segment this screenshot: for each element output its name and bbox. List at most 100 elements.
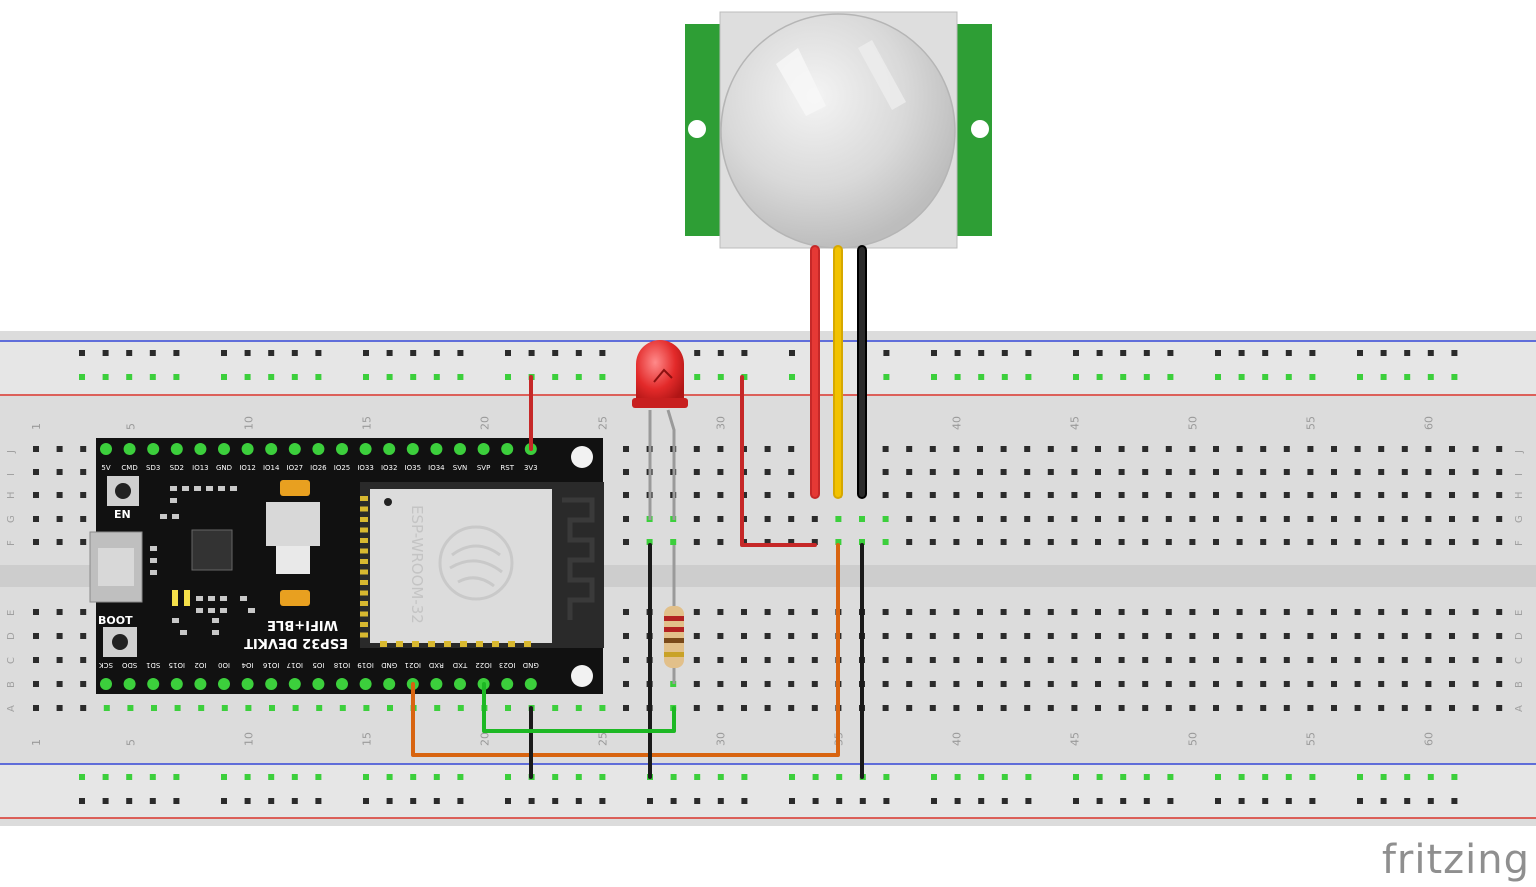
power-rail-hole	[149, 374, 156, 380]
esp32-pin	[194, 443, 207, 455]
breadboard-hole	[1307, 492, 1314, 498]
breadboard-hole	[1307, 446, 1314, 452]
row-letter: J	[1514, 450, 1525, 454]
breadboard-hole	[717, 705, 724, 711]
power-rail-hole	[1404, 374, 1411, 380]
breadboard-hole	[1118, 609, 1125, 615]
esp32-pin-label: IO33	[357, 464, 373, 472]
esp32-pin-label: GND	[523, 661, 539, 669]
power-rail-hole	[1427, 798, 1434, 804]
power-rail-hole	[505, 374, 511, 380]
voltage-regulator-body	[276, 546, 310, 574]
breadboard-hole	[929, 609, 936, 615]
breadboard-hole	[977, 539, 983, 545]
power-rail-hole	[1143, 350, 1150, 356]
breadboard-hole	[1472, 446, 1479, 452]
power-rail-hole	[126, 374, 133, 380]
column-number: 15	[360, 732, 373, 746]
breadboard-hole	[1071, 657, 1078, 663]
module-pad	[360, 580, 368, 585]
breadboard-hole	[1000, 681, 1007, 687]
esp32-pin	[123, 443, 136, 455]
breadboard-hole	[977, 705, 983, 711]
power-rail-hole	[1285, 774, 1292, 780]
boot-button-cap[interactable]	[112, 634, 128, 650]
esp32-pin	[336, 443, 348, 455]
power-rail-hole	[1451, 774, 1458, 780]
breadboard-hole	[1213, 609, 1219, 615]
breadboard-hole	[1165, 516, 1172, 522]
power-rail-hole	[268, 774, 275, 780]
breadboard-hole	[906, 446, 913, 452]
esp32-pin	[359, 678, 372, 690]
breadboard-hole	[1047, 657, 1054, 663]
power-rail-hole	[1404, 350, 1411, 356]
power-rail-hole	[505, 798, 511, 804]
breadboard-hole	[1165, 492, 1172, 498]
en-button-cap[interactable]	[115, 483, 131, 499]
breadboard-hole	[1071, 469, 1078, 475]
breadboard-hole	[1425, 609, 1432, 615]
row-letter: G	[1514, 515, 1525, 523]
module-pad	[360, 506, 368, 512]
breadboard-hole	[1000, 609, 1007, 615]
top-power-rail-area	[0, 340, 1536, 396]
power-rail-hole	[859, 798, 866, 804]
power-rail-hole	[1285, 374, 1292, 380]
breadboard-hole	[1331, 516, 1337, 522]
breadboard-hole	[1095, 516, 1101, 522]
power-rail-hole	[836, 798, 843, 804]
breadboard-hole	[623, 681, 629, 687]
breadboard-hole	[1236, 609, 1243, 615]
breadboard-hole	[1024, 492, 1031, 498]
row-letter: H	[1514, 491, 1525, 499]
breadboard-hole	[1071, 633, 1078, 639]
power-rail-hole	[1120, 350, 1127, 356]
power-rail-hole	[315, 350, 322, 356]
power-rail-hole	[1404, 798, 1411, 804]
breadboard-hole	[1236, 633, 1243, 639]
breadboard-hole	[1213, 446, 1219, 452]
breadboard-hole	[906, 469, 913, 475]
breadboard-hole	[882, 446, 889, 452]
breadboard-hole	[1071, 492, 1078, 498]
power-rail-hole	[954, 774, 961, 780]
mount-hole-top-right	[571, 446, 593, 468]
power-rail-hole	[1215, 774, 1221, 780]
module-pad	[360, 517, 368, 522]
smd-part	[218, 486, 225, 491]
breadboard-hole	[1331, 609, 1337, 615]
power-rail-hole	[670, 774, 677, 780]
esp32-pin-label: SDO	[121, 661, 137, 669]
breadboard-hole	[1449, 516, 1455, 522]
power-rail-hole	[1262, 350, 1269, 356]
power-rail-hole	[1167, 798, 1174, 804]
wires	[411, 245, 867, 779]
module-pad	[412, 641, 419, 647]
breadboard-hole	[1189, 539, 1196, 545]
module-pad	[360, 632, 368, 638]
breadboard-hole	[764, 446, 771, 452]
power-rail-hole	[221, 774, 227, 780]
power-rail-hole	[789, 374, 795, 380]
column-number: 45	[1068, 416, 1081, 430]
row-letter: I	[1514, 473, 1525, 476]
resistor-band-4	[664, 652, 684, 657]
pir-mount-hole-right	[971, 120, 989, 138]
breadboard-hole	[292, 705, 299, 711]
breadboard-hole	[33, 516, 39, 522]
power-rail-hole	[386, 350, 393, 356]
power-rail-hole	[670, 798, 677, 804]
power-rail-hole	[1427, 350, 1434, 356]
breadboard-hole	[1000, 516, 1007, 522]
power-rail-hole	[149, 350, 156, 356]
power-rail-hole	[173, 374, 180, 380]
breadboard-hole	[1354, 705, 1361, 711]
breadboard-hole	[1354, 446, 1361, 452]
power-rail-hole	[291, 798, 298, 804]
capacitor-bottom	[280, 590, 310, 606]
power-rail-hole	[363, 374, 369, 380]
power-rail-hole	[575, 774, 582, 780]
power-rail-hole	[386, 374, 393, 380]
